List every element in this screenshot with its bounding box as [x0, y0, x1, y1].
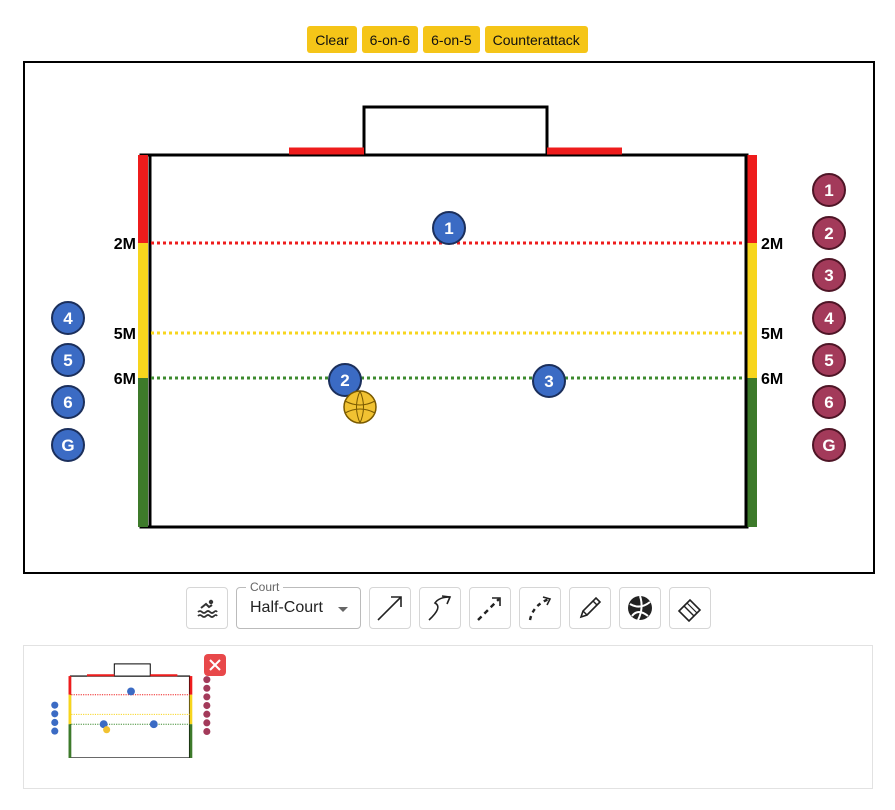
eraser-icon [677, 598, 702, 622]
svg-text:2: 2 [824, 224, 833, 243]
zone-red-left [138, 155, 148, 243]
svg-text:3: 3 [544, 372, 553, 391]
court-outline [139, 153, 749, 529]
svg-text:1: 1 [824, 181, 833, 200]
chevron-down-icon [338, 607, 348, 612]
delete-play-button[interactable] [204, 654, 226, 676]
svg-text:5: 5 [824, 351, 833, 370]
goal [362, 105, 549, 157]
court-select-legend: Court [246, 580, 284, 594]
dashed-curved-arrow-icon [528, 596, 552, 621]
dashed-arrow-icon [477, 597, 501, 621]
svg-text:G: G [61, 436, 74, 455]
zone-green-left [138, 378, 148, 527]
svg-text:1: 1 [444, 219, 453, 238]
bench-red-5[interactable]: 5 [812, 343, 846, 377]
swimmer-icon [197, 599, 218, 618]
svg-text:5: 5 [63, 351, 72, 370]
bench-red-3[interactable]: 3 [812, 258, 846, 292]
zone-yellow-right [747, 243, 757, 378]
label-2m-left: 2M [114, 236, 136, 253]
svg-text:6: 6 [824, 393, 833, 412]
svg-text:4: 4 [824, 309, 834, 328]
bench-blue: 4 5 6 G [51, 301, 85, 462]
bench-blue-g[interactable]: G [51, 428, 85, 462]
svg-text:G: G [822, 436, 835, 455]
saved-plays-gallery [23, 645, 873, 789]
pencil-icon [579, 596, 602, 619]
player-blue-3[interactable]: 3 [532, 364, 566, 398]
bench-blue-6[interactable]: 6 [51, 385, 85, 419]
six-on-six-button[interactable]: 6-on-6 [361, 26, 419, 53]
zone-red-right [747, 155, 757, 243]
bench-red-4[interactable]: 4 [812, 301, 846, 335]
curved-arrow-icon [428, 595, 452, 621]
swimmer-button[interactable] [186, 587, 228, 629]
label-6m-right: 6M [761, 371, 783, 388]
svg-text:2: 2 [340, 371, 349, 390]
court-select-value: Half-Court [250, 599, 323, 616]
bench-blue-5[interactable]: 5 [51, 343, 85, 377]
label-2m-right: 2M [761, 236, 783, 253]
bench-blue-4[interactable]: 4 [51, 301, 85, 335]
clear-button[interactable]: Clear [307, 26, 357, 53]
preset-buttons: Clear 6-on-6 6-on-5 Counterattack [0, 26, 895, 53]
label-5m-right: 5M [761, 326, 783, 343]
player-blue-2[interactable]: 2 [328, 363, 362, 397]
zone-yellow-left [138, 243, 148, 378]
svg-text:3: 3 [824, 266, 833, 285]
curved-arrow-button[interactable] [419, 587, 461, 629]
play-thumbnail[interactable] [36, 658, 226, 758]
bench-red: 1 2 3 4 5 6 G [812, 173, 846, 462]
player-blue-1[interactable]: 1 [432, 211, 466, 245]
label-6m-left: 6M [114, 371, 136, 388]
drawing-toolbar: Court Half-Court [186, 580, 711, 629]
svg-text:4: 4 [63, 309, 73, 328]
counterattack-button[interactable]: Counterattack [484, 26, 588, 53]
bench-red-1[interactable]: 1 [812, 173, 846, 207]
close-icon [209, 659, 221, 671]
straight-arrow-icon [377, 596, 402, 621]
straight-arrow-button[interactable] [369, 587, 411, 629]
zone-green-right [747, 378, 757, 527]
ball-icon[interactable] [343, 390, 377, 424]
ball-button[interactable] [619, 587, 661, 629]
dashed-arrow-button[interactable] [469, 587, 511, 629]
court-drawing[interactable]: 2M 5M 6M 2M 5M 6M 1 2 3 4 5 [25, 63, 873, 572]
label-5m-left: 5M [114, 326, 136, 343]
bench-red-2[interactable]: 2 [812, 216, 846, 250]
six-on-five-button[interactable]: 6-on-5 [423, 26, 480, 53]
court-canvas[interactable]: 2M 5M 6M 2M 5M 6M 1 2 3 4 5 [23, 61, 875, 574]
svg-text:6: 6 [63, 393, 72, 412]
dashed-curved-arrow-button[interactable] [519, 587, 561, 629]
bench-red-g[interactable]: G [812, 428, 846, 462]
pencil-button[interactable] [569, 587, 611, 629]
bench-red-6[interactable]: 6 [812, 385, 846, 419]
court-select[interactable]: Court Half-Court [236, 580, 361, 629]
eraser-button[interactable] [669, 587, 711, 629]
ball-tool-icon [628, 595, 652, 621]
